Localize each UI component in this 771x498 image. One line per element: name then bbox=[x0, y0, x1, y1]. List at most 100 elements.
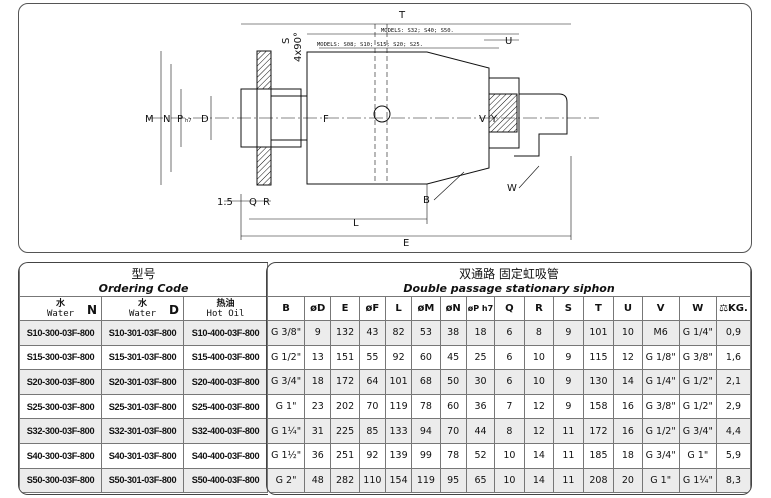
dim-S-label: S bbox=[281, 38, 292, 44]
dimension-cell: 55 bbox=[358, 344, 386, 371]
dimension-cell: 36 bbox=[465, 393, 496, 420]
dim-header-15: ⚖KG. bbox=[715, 296, 751, 321]
dimension-cell: 139 bbox=[384, 442, 413, 469]
dimension-cell: 7 bbox=[494, 393, 525, 420]
dimension-cell: G 1½" bbox=[267, 442, 306, 469]
dim-P-tolerance: h7 bbox=[185, 118, 192, 124]
dimension-cell: 68 bbox=[411, 369, 441, 395]
dimension-cell: 52 bbox=[465, 442, 496, 469]
dimension-cell: 10 bbox=[613, 320, 643, 346]
technical-drawing-panel: T S 4x90° U MODELS: S32; S40; S50. MODEL… bbox=[18, 3, 752, 253]
dimension-cell: G 3/4" bbox=[641, 442, 680, 469]
ordering-code-cell: S15-301-03F-800 bbox=[101, 344, 184, 371]
dimension-cell: 133 bbox=[384, 418, 413, 444]
dimension-cell: G 1/4" bbox=[641, 369, 680, 395]
dimension-cell: 16 bbox=[613, 393, 643, 420]
dimensions-panel: 双通路 固定虹吸管 Double passage stationary siph… bbox=[266, 262, 752, 495]
dimension-cell: 132 bbox=[330, 320, 360, 346]
dimension-cell: 172 bbox=[330, 369, 360, 395]
dimension-cell: 31 bbox=[304, 418, 332, 444]
dimension-cell: 99 bbox=[411, 442, 441, 469]
dimension-cell: 10 bbox=[494, 442, 525, 469]
dimension-cell: 172 bbox=[582, 418, 615, 444]
dim-T-label: T bbox=[398, 10, 406, 21]
ordering-code-cell: S32-400-03F-800 bbox=[182, 418, 268, 444]
dim-V-label: V bbox=[479, 114, 486, 125]
dimension-cell: 60 bbox=[411, 344, 441, 371]
ordering-code-cell: S40-301-03F-800 bbox=[101, 442, 184, 469]
ordering-code-cell: S25-400-03F-800 bbox=[182, 393, 268, 420]
dim-header-2: E bbox=[330, 296, 360, 321]
dim-header-1: øD bbox=[304, 296, 332, 321]
dimension-cell: 18 bbox=[304, 369, 332, 395]
dimension-cell: 64 bbox=[358, 369, 386, 395]
dimension-cell: 14 bbox=[613, 369, 643, 395]
dimension-cell: 9 bbox=[553, 393, 584, 420]
dimension-cell: 282 bbox=[330, 467, 360, 494]
dimension-cell: G 1" bbox=[267, 393, 306, 420]
dimension-cell: 10 bbox=[494, 467, 525, 494]
dimension-cell: 85 bbox=[358, 418, 386, 444]
dimension-cell: 70 bbox=[358, 393, 386, 420]
ordering-code-cell: S10-400-03F-800 bbox=[182, 320, 268, 346]
dim-E-label: E bbox=[403, 238, 409, 249]
dimension-cell: 6 bbox=[494, 369, 525, 395]
dim-header-3: øF bbox=[358, 296, 386, 321]
dimension-cell: 12 bbox=[523, 418, 555, 444]
siphon-drawing: T S 4x90° U MODELS: S32; S40; S50. MODEL… bbox=[145, 10, 599, 249]
dimension-cell: 11 bbox=[553, 467, 584, 494]
dimension-cell: 9 bbox=[304, 320, 332, 346]
ordering-code-cell: S20-301-03F-800 bbox=[101, 369, 184, 395]
dimension-cell: 38 bbox=[439, 320, 467, 346]
dimension-cell: 16 bbox=[613, 418, 643, 444]
dimension-cell: G 1/2" bbox=[641, 418, 680, 444]
dim-U-label: U bbox=[505, 36, 512, 47]
dimension-cell: G 1" bbox=[641, 467, 680, 494]
dimension-cell: 23 bbox=[304, 393, 332, 420]
dimension-cell: 185 bbox=[582, 442, 615, 469]
dim-Y-label: Y bbox=[490, 114, 498, 125]
ordering-code-title: 型号 Ordering Code bbox=[19, 263, 268, 297]
dimension-cell: 208 bbox=[582, 467, 615, 494]
dimension-cell: 119 bbox=[411, 467, 441, 494]
ordering-code-cell: S50-300-03F-800 bbox=[19, 467, 102, 494]
dim-header-14: W bbox=[678, 296, 717, 321]
dimension-cell: 115 bbox=[582, 344, 615, 371]
dimension-cell: G 3/8" bbox=[641, 393, 680, 420]
dimensions-title: 双通路 固定虹吸管 Double passage stationary siph… bbox=[267, 263, 751, 297]
ordering-code-cell: S32-300-03F-800 bbox=[19, 418, 102, 444]
ordering-code-cell: S25-301-03F-800 bbox=[101, 393, 184, 420]
dimension-cell: 44 bbox=[465, 418, 496, 444]
dimension-cell: 130 bbox=[582, 369, 615, 395]
dimension-cell: G 3/4" bbox=[678, 418, 717, 444]
ordering-code-cell: S40-300-03F-800 bbox=[19, 442, 102, 469]
dim-header-4: L bbox=[384, 296, 413, 321]
dimension-cell: 78 bbox=[411, 393, 441, 420]
dimension-cell: G 3/8" bbox=[678, 344, 717, 371]
dimension-cell: G 3/4" bbox=[267, 369, 306, 395]
dimension-cell: G 1¼" bbox=[267, 418, 306, 444]
dimension-cell: 60 bbox=[439, 393, 467, 420]
dimension-cell: 6 bbox=[494, 344, 525, 371]
dim-header-5: øM bbox=[411, 296, 441, 321]
models-bottom-note: MODELS: S08; S10; S15; S20; S25. bbox=[317, 42, 423, 48]
dim-W-label: W bbox=[507, 183, 517, 194]
dimension-cell: 101 bbox=[582, 320, 615, 346]
dimension-cell: 5,9 bbox=[715, 442, 751, 469]
dimension-cell: 82 bbox=[384, 320, 413, 346]
dimension-cell: 158 bbox=[582, 393, 615, 420]
dimension-cell: 18 bbox=[465, 320, 496, 346]
ordering-code-cell: S25-300-03F-800 bbox=[19, 393, 102, 420]
dimension-cell: 92 bbox=[384, 344, 413, 371]
dimension-cell: 95 bbox=[439, 467, 467, 494]
dimension-cell: 30 bbox=[465, 369, 496, 395]
